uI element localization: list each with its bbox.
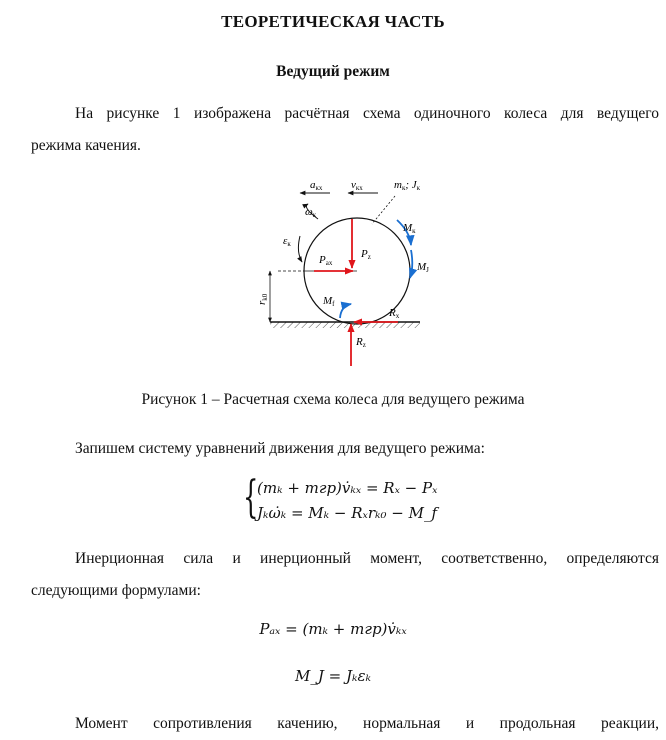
- paragraph-4: Момент сопротивления качению, нормальная…: [75, 715, 659, 732]
- figure-caption: Рисунок 1 – Расчетная схема колеса для в…: [141, 391, 525, 408]
- label-rx: Rx: [388, 307, 400, 320]
- equation-line-2: Jₖω̇ₖ = Mₖ − Rₓrₖ₀ − M_f: [257, 504, 438, 522]
- paragraph-2: Запишем систему уравнений движения для в…: [75, 440, 485, 457]
- paragraph-3-line-1: Инерционная сила и инерционный момент, с…: [75, 550, 659, 567]
- epsilon-arrow: [297, 235, 303, 263]
- label-mass-inertia: mк; Jк: [394, 179, 421, 192]
- leader-line: [371, 195, 396, 225]
- label-a-kx: aкx: [310, 179, 323, 192]
- equation-system: { (mₖ + mгр)v̇ₖₓ = Rₓ − Pₓ Jₖω̇ₖ = Mₖ − …: [243, 472, 483, 525]
- section-title: Ведущий режим: [276, 63, 390, 80]
- label-rz: Rz: [355, 336, 366, 349]
- equation-line-1: (mₖ + mгр)v̇ₖₓ = Rₓ − Pₓ: [257, 479, 438, 497]
- moment-mj-arrow: [408, 249, 418, 280]
- label-v-kx: vкx: [351, 179, 363, 192]
- omega-arrow: [302, 203, 319, 220]
- label-pz: Pz: [360, 248, 371, 261]
- page-title: ТЕОРЕТИЧЕСКАЯ ЧАСТЬ: [221, 12, 445, 31]
- label-mf: Mf: [322, 295, 335, 308]
- label-rk0: rk0: [256, 293, 269, 305]
- wheel-diagram: aкx vкx mк; Jк ωк εк Mк Pz Pax MJ rk0 Mf…: [256, 179, 429, 366]
- system-brace: {: [243, 472, 259, 523]
- paragraph-3-line-2: следующими формулами:: [31, 582, 201, 599]
- formula-inertial-moment: M_J = Jₖεₖ: [295, 667, 371, 685]
- paragraph-1-line-2: режима качения.: [31, 137, 141, 154]
- label-omega: ωк: [305, 206, 317, 219]
- label-epsilon: εк: [283, 235, 291, 248]
- paragraph-1-line-1: На рисунке 1 изображена расчётная схема …: [75, 105, 659, 122]
- label-mj: MJ: [416, 261, 429, 274]
- moment-mf-arrow: [339, 301, 353, 319]
- label-pax: Pax: [318, 254, 333, 267]
- moment-mk-arrow: [396, 219, 415, 247]
- formula-inertial-force: Pₐₓ = (mₖ + mгр)v̇ₖₓ: [259, 620, 407, 638]
- label-mk: Mк: [402, 222, 416, 235]
